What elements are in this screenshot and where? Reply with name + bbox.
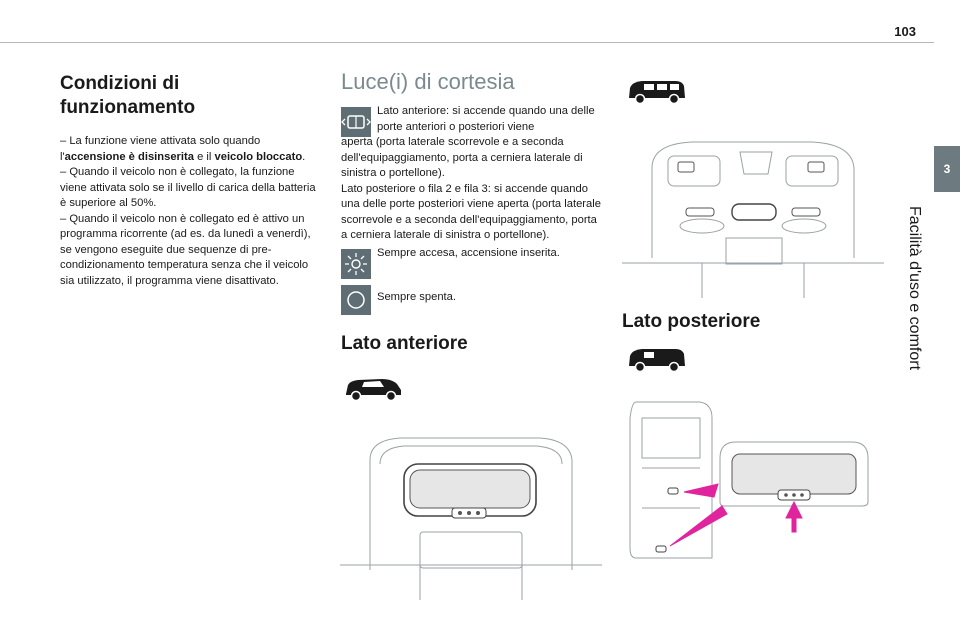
rear-side-heading: Lato posteriore xyxy=(622,311,761,332)
always-off-row: Sempre spenta. xyxy=(341,282,606,315)
chapter-label: Facilità d'uso e comfort xyxy=(905,206,927,386)
condition-item-1: – La funzione viene attivata solo quando… xyxy=(60,135,306,163)
sun-icon xyxy=(341,248,371,279)
condition-item-3: – Quando il veicolo non è collegato ed è… xyxy=(60,212,311,287)
rear-courtesy-light-illustration xyxy=(629,401,869,559)
always-on-row: Sempre accesa, accensione inserita. xyxy=(341,246,606,279)
door-light-text-continued: aperta (porta laterale scorrevole e a se… xyxy=(341,136,583,179)
always-off-text: Sempre spenta. xyxy=(377,290,456,303)
door-light-row: Lato anteriore: si accende quando una de… xyxy=(341,104,606,137)
always-on-text: Sempre accesa, accensione inserita. xyxy=(377,246,560,259)
condition-item-2: – Quando il veicolo non è collegato, la … xyxy=(60,166,316,209)
car-icon xyxy=(346,379,401,402)
van-icon xyxy=(629,81,685,105)
overhead-console-illustration xyxy=(622,141,884,298)
front-side-heading: Lato anteriore xyxy=(341,332,468,354)
chapter-label-text: Facilità d'uso e comfort xyxy=(906,206,923,371)
circle-off-icon xyxy=(341,284,371,315)
rear-car-icon xyxy=(629,349,685,373)
left-column: Condizioni di funzionamento – La funzion… xyxy=(60,72,318,289)
front-courtesy-light-illustration xyxy=(340,437,602,600)
header-rule xyxy=(0,42,934,43)
chapter-tab: 3 xyxy=(934,146,960,192)
page-number: 103 xyxy=(894,24,916,39)
courtesy-light-title: Luce(i) di cortesia xyxy=(341,69,515,94)
section-title-conditions: Condizioni di funzionamento xyxy=(60,73,196,118)
rear-light-text: Lato posteriore o fila 2 e fila 3: si ac… xyxy=(341,182,601,242)
rear-section: Lato posteriore xyxy=(622,310,884,334)
door-light-text: Lato anteriore: si accende quando una de… xyxy=(377,105,595,133)
door-light-icon xyxy=(341,107,371,137)
middle-column: Luce(i) di cortesia Lato anteriore: si a… xyxy=(341,68,606,356)
